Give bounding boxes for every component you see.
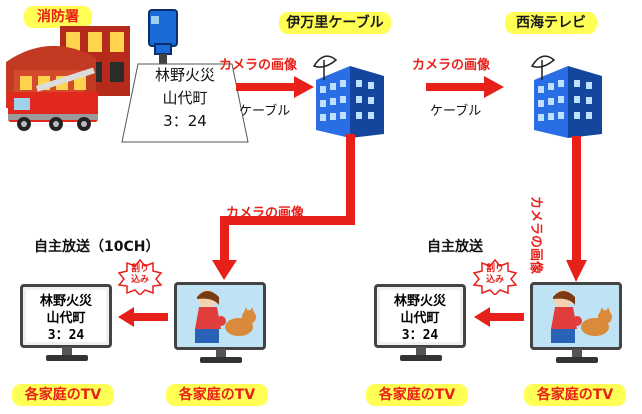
- interrupt-badge-right: 割り 込み: [479, 264, 511, 286]
- tv-monitor-left-text: 林野火災 山代町 3：24: [20, 284, 112, 348]
- edge-label-camera-image-down-left: カメラの画像: [226, 206, 305, 221]
- arrow-saikai-to-right-tv: [566, 136, 587, 282]
- tv-line-2: 山代町: [46, 311, 86, 326]
- tv-stand-icon: [556, 349, 598, 363]
- interrupt-badge-left: 割り 込み: [124, 264, 156, 286]
- tv-line-1: 林野火災: [393, 294, 446, 309]
- tv-line-3: 3：24: [47, 328, 85, 343]
- edge-label-camera-image-vertical: カメラの画像: [528, 196, 543, 275]
- arrow-left-1: [118, 307, 168, 327]
- tv-stand-icon: [200, 349, 242, 363]
- node-fire-station-label: 消防署: [24, 6, 92, 28]
- fire-station-icon: [6, 26, 130, 131]
- interrupt-line-2: 込み: [485, 275, 504, 285]
- tv-line-2: 山代町: [400, 311, 440, 326]
- info-board-shape: [121, 63, 249, 143]
- interrupt-line-1: 割り: [130, 264, 149, 274]
- tv-monitor-right-text: 林野火災 山代町 3：24: [374, 284, 466, 348]
- arrow-left-2: [474, 307, 524, 327]
- node-imari-cable-label: 伊万里ケーブル: [279, 12, 391, 34]
- board-line-2: 山代町: [162, 89, 208, 107]
- home-tv-label-c: 各家庭のTV: [366, 384, 468, 406]
- broadcast-label-left: 自主放送（10CH）: [34, 239, 160, 255]
- building-icon: [312, 55, 384, 138]
- tv-monitor-right-picture: [530, 282, 622, 350]
- home-tv-label-d: 各家庭のTV: [524, 384, 626, 406]
- interrupt-badge-right-shape: [472, 259, 518, 295]
- tv-monitor-left-picture: [174, 282, 266, 350]
- tv-line-1: 林野火災: [39, 294, 92, 309]
- edge-label-camera-image-1: カメラの画像: [219, 58, 298, 73]
- board-line-1: 林野火災: [154, 66, 215, 84]
- edge-label-cable-2: ケーブル: [430, 104, 482, 119]
- tv-line-3: 3：24: [401, 328, 439, 343]
- board-line-3: 3：24: [163, 112, 207, 130]
- info-board: 林野火災 山代町 3：24: [140, 64, 230, 133]
- edge-label-camera-image-2: カメラの画像: [412, 58, 491, 73]
- edge-label-cable-1: ケーブル: [239, 104, 291, 119]
- interrupt-badge-left-shape: [117, 259, 163, 295]
- home-tv-label-b: 各家庭のTV: [166, 384, 268, 406]
- tv-stand-icon: [400, 347, 442, 361]
- node-saikai-tv-label: 西海テレビ: [505, 12, 597, 34]
- building-icon: [530, 55, 602, 138]
- tv-stand-icon: [46, 347, 88, 361]
- camera-icon: [148, 9, 178, 66]
- interrupt-line-1: 割り: [485, 264, 504, 274]
- arrow-right-2: [426, 76, 504, 98]
- girl-and-cat-icon: [195, 290, 256, 343]
- girl-and-cat-icon: [551, 290, 612, 343]
- interrupt-line-2: 込み: [130, 275, 149, 285]
- home-tv-label-a: 各家庭のTV: [12, 384, 114, 406]
- broadcast-label-right: 自主放送: [427, 239, 483, 255]
- arrow-imari-to-left-tv: [212, 134, 355, 280]
- arrow-right-1: [236, 76, 314, 98]
